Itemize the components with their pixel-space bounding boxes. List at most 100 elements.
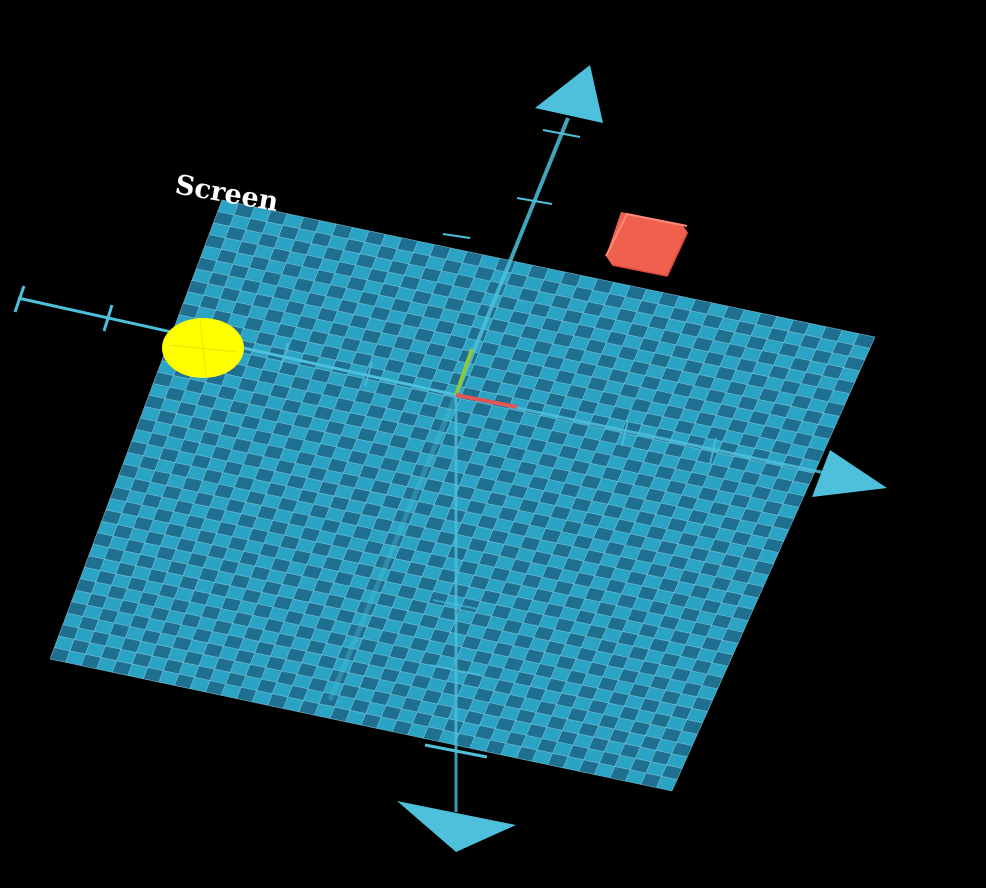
grid-tile [514,423,536,439]
grid-tile [643,450,665,466]
grid-tile [331,533,353,549]
grid-tile [516,746,537,762]
grid-tile [524,648,545,664]
grid-tile [762,537,784,553]
grid-tile [500,581,522,597]
grid-tile [278,225,300,241]
origin-gizmo[interactable] [454,348,518,409]
grid-tile [310,368,332,384]
grid-tile [365,578,386,593]
grid-tile [95,570,116,586]
grid-tile [348,661,369,677]
grid-tile [333,397,355,413]
axis-down-tick-2 [429,664,481,676]
grid-line [101,520,733,656]
grid-tile [409,426,431,441]
grid-tile [822,364,844,379]
grid-tile [264,308,285,324]
grid-tile [701,674,723,689]
grid-tile [354,563,375,579]
grid-tile [464,289,486,304]
grid-tile [606,616,628,632]
grid-tile [833,378,855,394]
arrow-down-icon[interactable] [397,801,516,852]
red-box[interactable] [605,212,688,277]
grid-tile [812,386,834,402]
grid-tile [387,607,408,623]
grid-tile [357,638,379,654]
grid-tile [600,429,621,444]
grid-tile [644,488,666,503]
grid-tile [249,256,270,272]
grid-tile [755,313,778,328]
grid-tile [176,537,197,553]
grid-tile [469,575,490,590]
grid-plane[interactable] [49,199,876,792]
grid-tile [266,210,288,226]
grid-tile [344,586,366,601]
grid-tile [719,516,741,532]
grid-tile [629,720,651,736]
grid-tile [575,362,597,377]
grid-tile [386,396,408,412]
grid-tile [705,389,727,404]
grid-tile [422,478,444,494]
grid-tile [340,337,361,353]
grid-tile [237,241,258,257]
grid-tile [354,389,376,405]
grid-line [187,291,835,429]
grid-tile [515,709,537,724]
grid-tile [455,311,477,327]
grid-tile [669,630,691,645]
grid-tile [201,605,222,621]
grid-tile [187,280,209,296]
grid-tile [283,436,305,452]
grid-tile [425,342,447,358]
grid-tile [231,302,253,317]
yellow-sphere[interactable] [162,318,244,378]
grid-tile [577,399,599,415]
grid-tile [416,365,438,381]
arrow-right-icon[interactable] [812,450,887,497]
grid-tile [580,474,602,490]
grid-tile [584,587,606,603]
grid-tile [707,464,729,479]
grid-tile [322,246,344,262]
grid-tile [532,588,554,604]
grid-tile [261,271,282,286]
grid-tile [535,415,557,431]
grid-tile [547,430,568,446]
grid-tile [504,694,526,710]
grid-tile [572,535,594,550]
grid-tile [520,325,542,341]
grid-tile [606,331,628,347]
grid-tile [596,354,618,369]
grid-tile [346,276,368,292]
grid-tile [514,671,535,687]
grid-tile [194,665,215,681]
arrow-up-icon[interactable] [535,65,603,123]
grid-tile [528,476,549,491]
grid-tile [573,572,595,588]
grid-tile [637,585,659,601]
grid-tile [453,695,474,711]
grid-tile [695,411,717,427]
grid-tile [639,660,660,676]
grid-line [123,463,759,599]
grid-tile [686,472,708,487]
grid-tile [140,629,161,645]
grid-tile [304,428,325,444]
grid-tile [388,260,409,276]
grid-tile [381,705,402,721]
grid-tile [393,509,414,525]
grid-tile [505,731,527,747]
grid-tile [188,416,209,432]
grid-tile [308,330,329,346]
grid-tile [401,697,422,713]
grid-tile [550,294,572,310]
grid-tile [638,338,660,353]
grid-tile [782,492,804,508]
grid-tile [506,273,528,288]
grid-tile [640,773,662,788]
